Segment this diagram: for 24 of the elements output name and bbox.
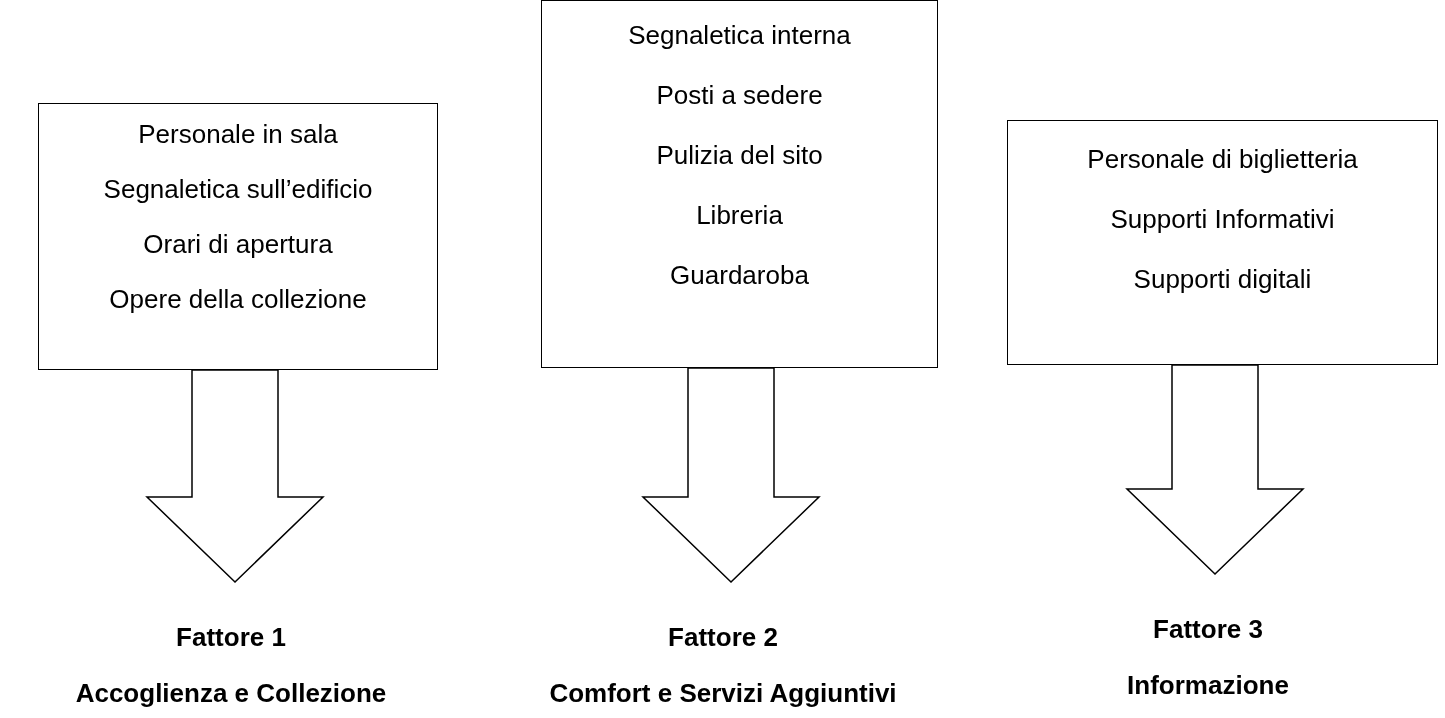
block-arrow <box>1125 364 1305 576</box>
list-item: Libreria <box>696 199 783 231</box>
list-item: Segnaletica interna <box>628 19 851 51</box>
factor-title: Fattore 3 <box>1153 613 1263 646</box>
block-arrow <box>641 367 821 584</box>
block-arrow <box>145 369 325 584</box>
factor-name: Accoglienza e Collezione <box>75 677 387 710</box>
item-list-box <box>1007 120 1438 365</box>
list-item: Opere della collezione <box>109 283 367 315</box>
item-list-box <box>38 103 438 370</box>
list-item: Supporti digitali <box>1133 263 1312 295</box>
factor-name: Comfort e Servizi Aggiuntivi <box>549 677 897 710</box>
factor-title: Fattore 2 <box>668 621 778 654</box>
item-list-box <box>541 0 938 368</box>
list-item: Segnaletica sull’edificio <box>103 173 373 205</box>
list-item: Personale in sala <box>138 118 338 150</box>
list-item: Personale di biglietteria <box>1087 143 1358 175</box>
list-item: Posti a sedere <box>656 79 823 111</box>
list-item: Orari di apertura <box>143 228 333 260</box>
list-item: Guardaroba <box>670 259 809 291</box>
factor-title: Fattore 1 <box>176 621 286 654</box>
list-item: Supporti Informativi <box>1110 203 1335 235</box>
factor-name: Informazione <box>1127 669 1289 702</box>
list-item: Pulizia del sito <box>656 139 823 171</box>
